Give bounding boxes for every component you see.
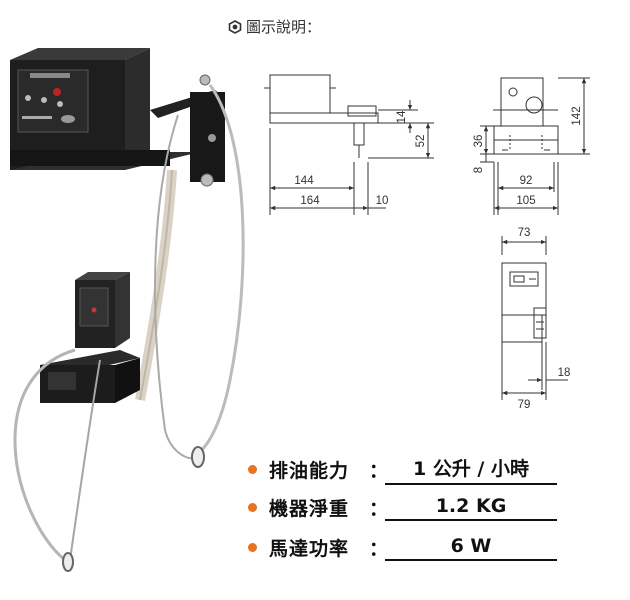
spec-value: 1 公升 / 小時 [385,454,557,485]
dim-52: 52 [415,135,427,148]
bullet-icon [248,543,257,552]
spec-colon: ： [369,498,389,520]
spec-label: 馬達功率 [269,538,350,560]
dim-18: 18 [558,367,571,379]
side-view [264,74,434,215]
top-view [501,236,568,400]
dim-8: 8 [473,167,485,173]
hexagon-dot-icon [228,19,242,34]
spec-value: 6 W [385,535,557,561]
section-header: 圖示說明： [228,16,321,37]
dim-164: 164 [300,195,320,207]
product-photo [10,48,245,572]
spec-colon: ： [369,460,389,482]
front-view [480,77,590,215]
control-box-small [40,272,140,403]
spec-row-capacity: 排油能力 ： 1 公升 / 小時 [248,454,557,485]
dim-10: 10 [376,195,389,207]
dim-36: 36 [473,135,485,148]
dim-144: 144 [294,175,314,187]
spec-label: 機器淨重 [269,498,350,520]
dim-73: 73 [518,227,531,239]
spec-value: 1.2 KG [385,495,557,521]
spec-row-power: 馬達功率 ： 6 W [248,534,557,561]
bullet-icon [248,503,257,512]
bullet-icon [248,465,257,474]
dim-105: 105 [516,195,535,207]
spec-row-weight: 機器淨重 ： 1.2 KG [248,494,557,521]
dim-79: 79 [518,399,531,411]
control-box-large [10,48,200,170]
mounting-bracket-large [150,74,225,187]
dim-142: 142 [571,106,583,125]
dim-92: 92 [520,175,533,187]
section-title: 圖示說明： [246,18,322,36]
spec-colon: ： [369,538,389,560]
technical-drawing: 144 164 10 14 52 36 8 92 105 142 73 18 7… [264,74,590,411]
spec-label: 排油能力 [269,460,350,482]
dim-14: 14 [396,110,408,123]
